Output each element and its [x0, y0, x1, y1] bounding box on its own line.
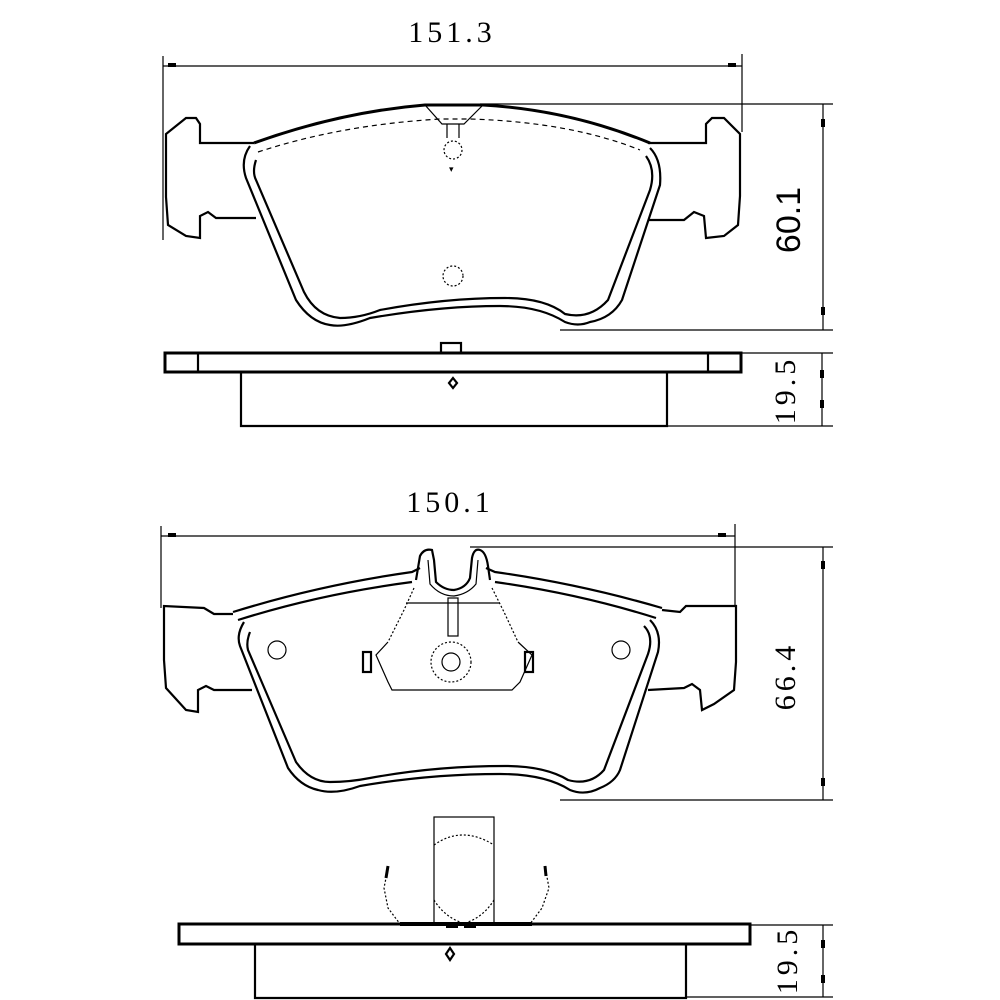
pad-1-width-label: 151.3 [408, 16, 496, 49]
pad-2-right-hole-icon [611, 640, 631, 660]
wear-sensor-icon [430, 641, 472, 683]
sensor-hole-icon [443, 140, 463, 160]
pad-1-height-dimension: 60.1 [480, 103, 833, 331]
pad-2-width-dimension: 150.1 [160, 486, 736, 608]
center-clip [361, 548, 535, 691]
pad-2-front-view: 150.1 66.4 [160, 486, 833, 801]
pad-1-front-view: 151.3 60.1 ▾ [162, 16, 833, 331]
pad-2-height-dimension: 66.4 [470, 546, 833, 801]
pad-2-thickness-label: 19.5 [771, 926, 804, 995]
pad-2-left-hole-icon [267, 640, 287, 660]
pad-1-hole-icon [442, 265, 464, 287]
pad-1-height-label: 60.1 [770, 187, 808, 253]
svg-text:▾: ▾ [449, 165, 454, 175]
pad-1-side-view: 19.5 [163, 341, 833, 428]
pad-2-side-view: 19.5 [177, 816, 833, 1000]
pad-2-height-label: 66.4 [769, 642, 802, 711]
pad-1-width-dimension: 151.3 [162, 16, 743, 240]
pad-1-thickness-label: 19.5 [769, 356, 802, 425]
pad-2-width-label: 150.1 [406, 486, 494, 519]
